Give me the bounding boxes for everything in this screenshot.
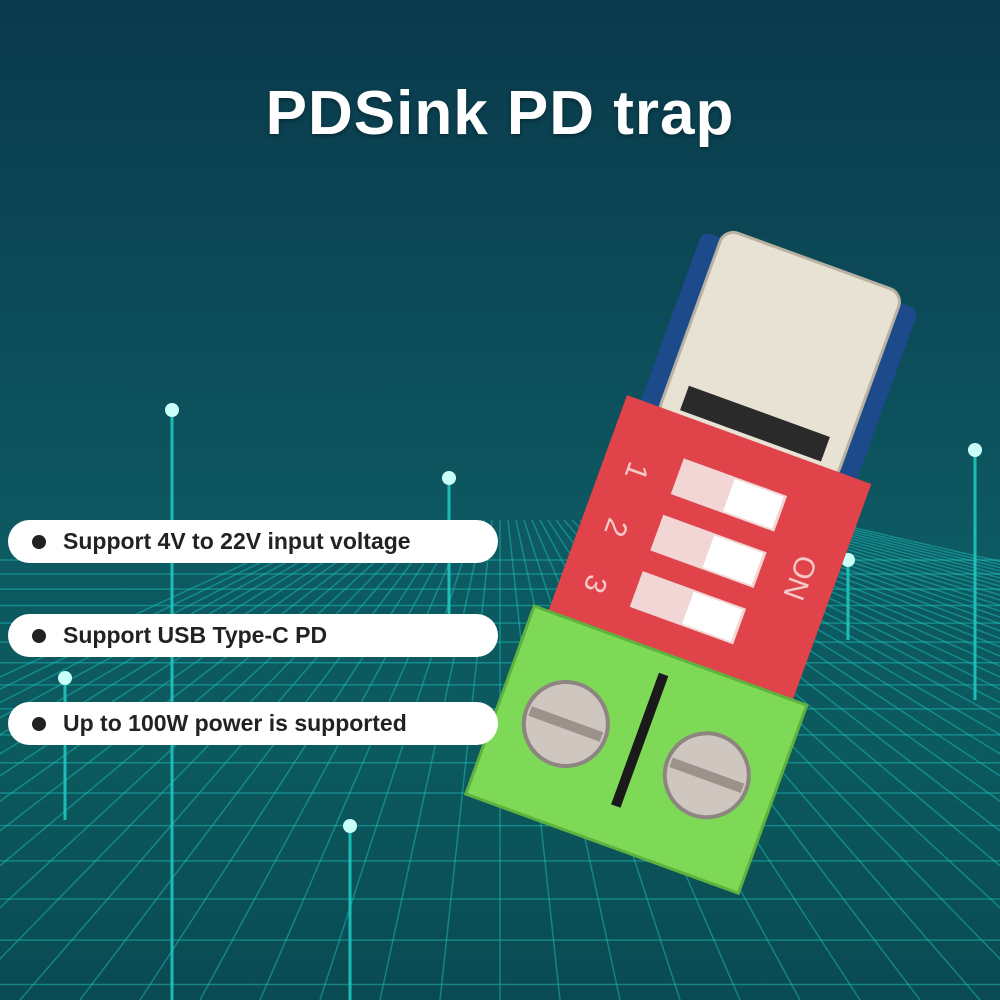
grid-line [0,519,365,719]
grid-line [0,519,357,704]
light-glow [968,443,982,457]
grid-line [0,519,429,961]
bullet-icon [32,716,46,731]
grid-line [0,519,421,909]
grid-line [699,519,1000,632]
grid-line [0,519,341,678]
feature-pill-voltage: Support 4V to 22V input voltage [8,520,498,563]
grid-line [379,519,485,1000]
grid-line [79,519,445,1000]
feature-pill-usb-c: Support USB Type-C PD [8,614,498,657]
page-title: PDSink PD trap [265,79,735,148]
grid-line [691,519,1000,640]
light-glow [165,403,179,417]
feature-text: Support USB Type-C PD [63,622,328,648]
bullet-icon [32,534,46,549]
grid-line [0,519,397,803]
grid-line [659,519,1000,678]
grid-line [139,519,453,1000]
light-glow [343,819,357,833]
grid-line [715,519,1000,618]
dip-switch-knob [682,591,743,642]
feature-text: Support 4V to 22V input voltage [63,528,411,554]
grid-line [667,519,1000,667]
grid-line [259,519,469,1000]
grid-line [0,519,413,867]
light-glow [442,471,456,485]
grid-line [0,519,349,690]
grid-line [19,519,437,1000]
grid-line [0,519,405,832]
dip-switch-knob [702,535,764,586]
light-glow [58,671,72,685]
grid-line [731,519,1000,607]
grid-line [199,519,461,1000]
feature-pill-power: Up to 100W power is supported [8,702,498,745]
grid-line [675,519,1000,657]
grid-line [723,519,1000,612]
grid-line [0,519,381,755]
grid-line [439,519,493,1000]
bullet-icon [32,628,46,643]
grid-line [0,519,389,777]
feature-text: Up to 100W power is supported [63,710,407,736]
grid-line [683,519,1000,648]
grid-line [707,519,1000,625]
grid-line [0,519,373,736]
dip-switch-knob [723,479,784,529]
